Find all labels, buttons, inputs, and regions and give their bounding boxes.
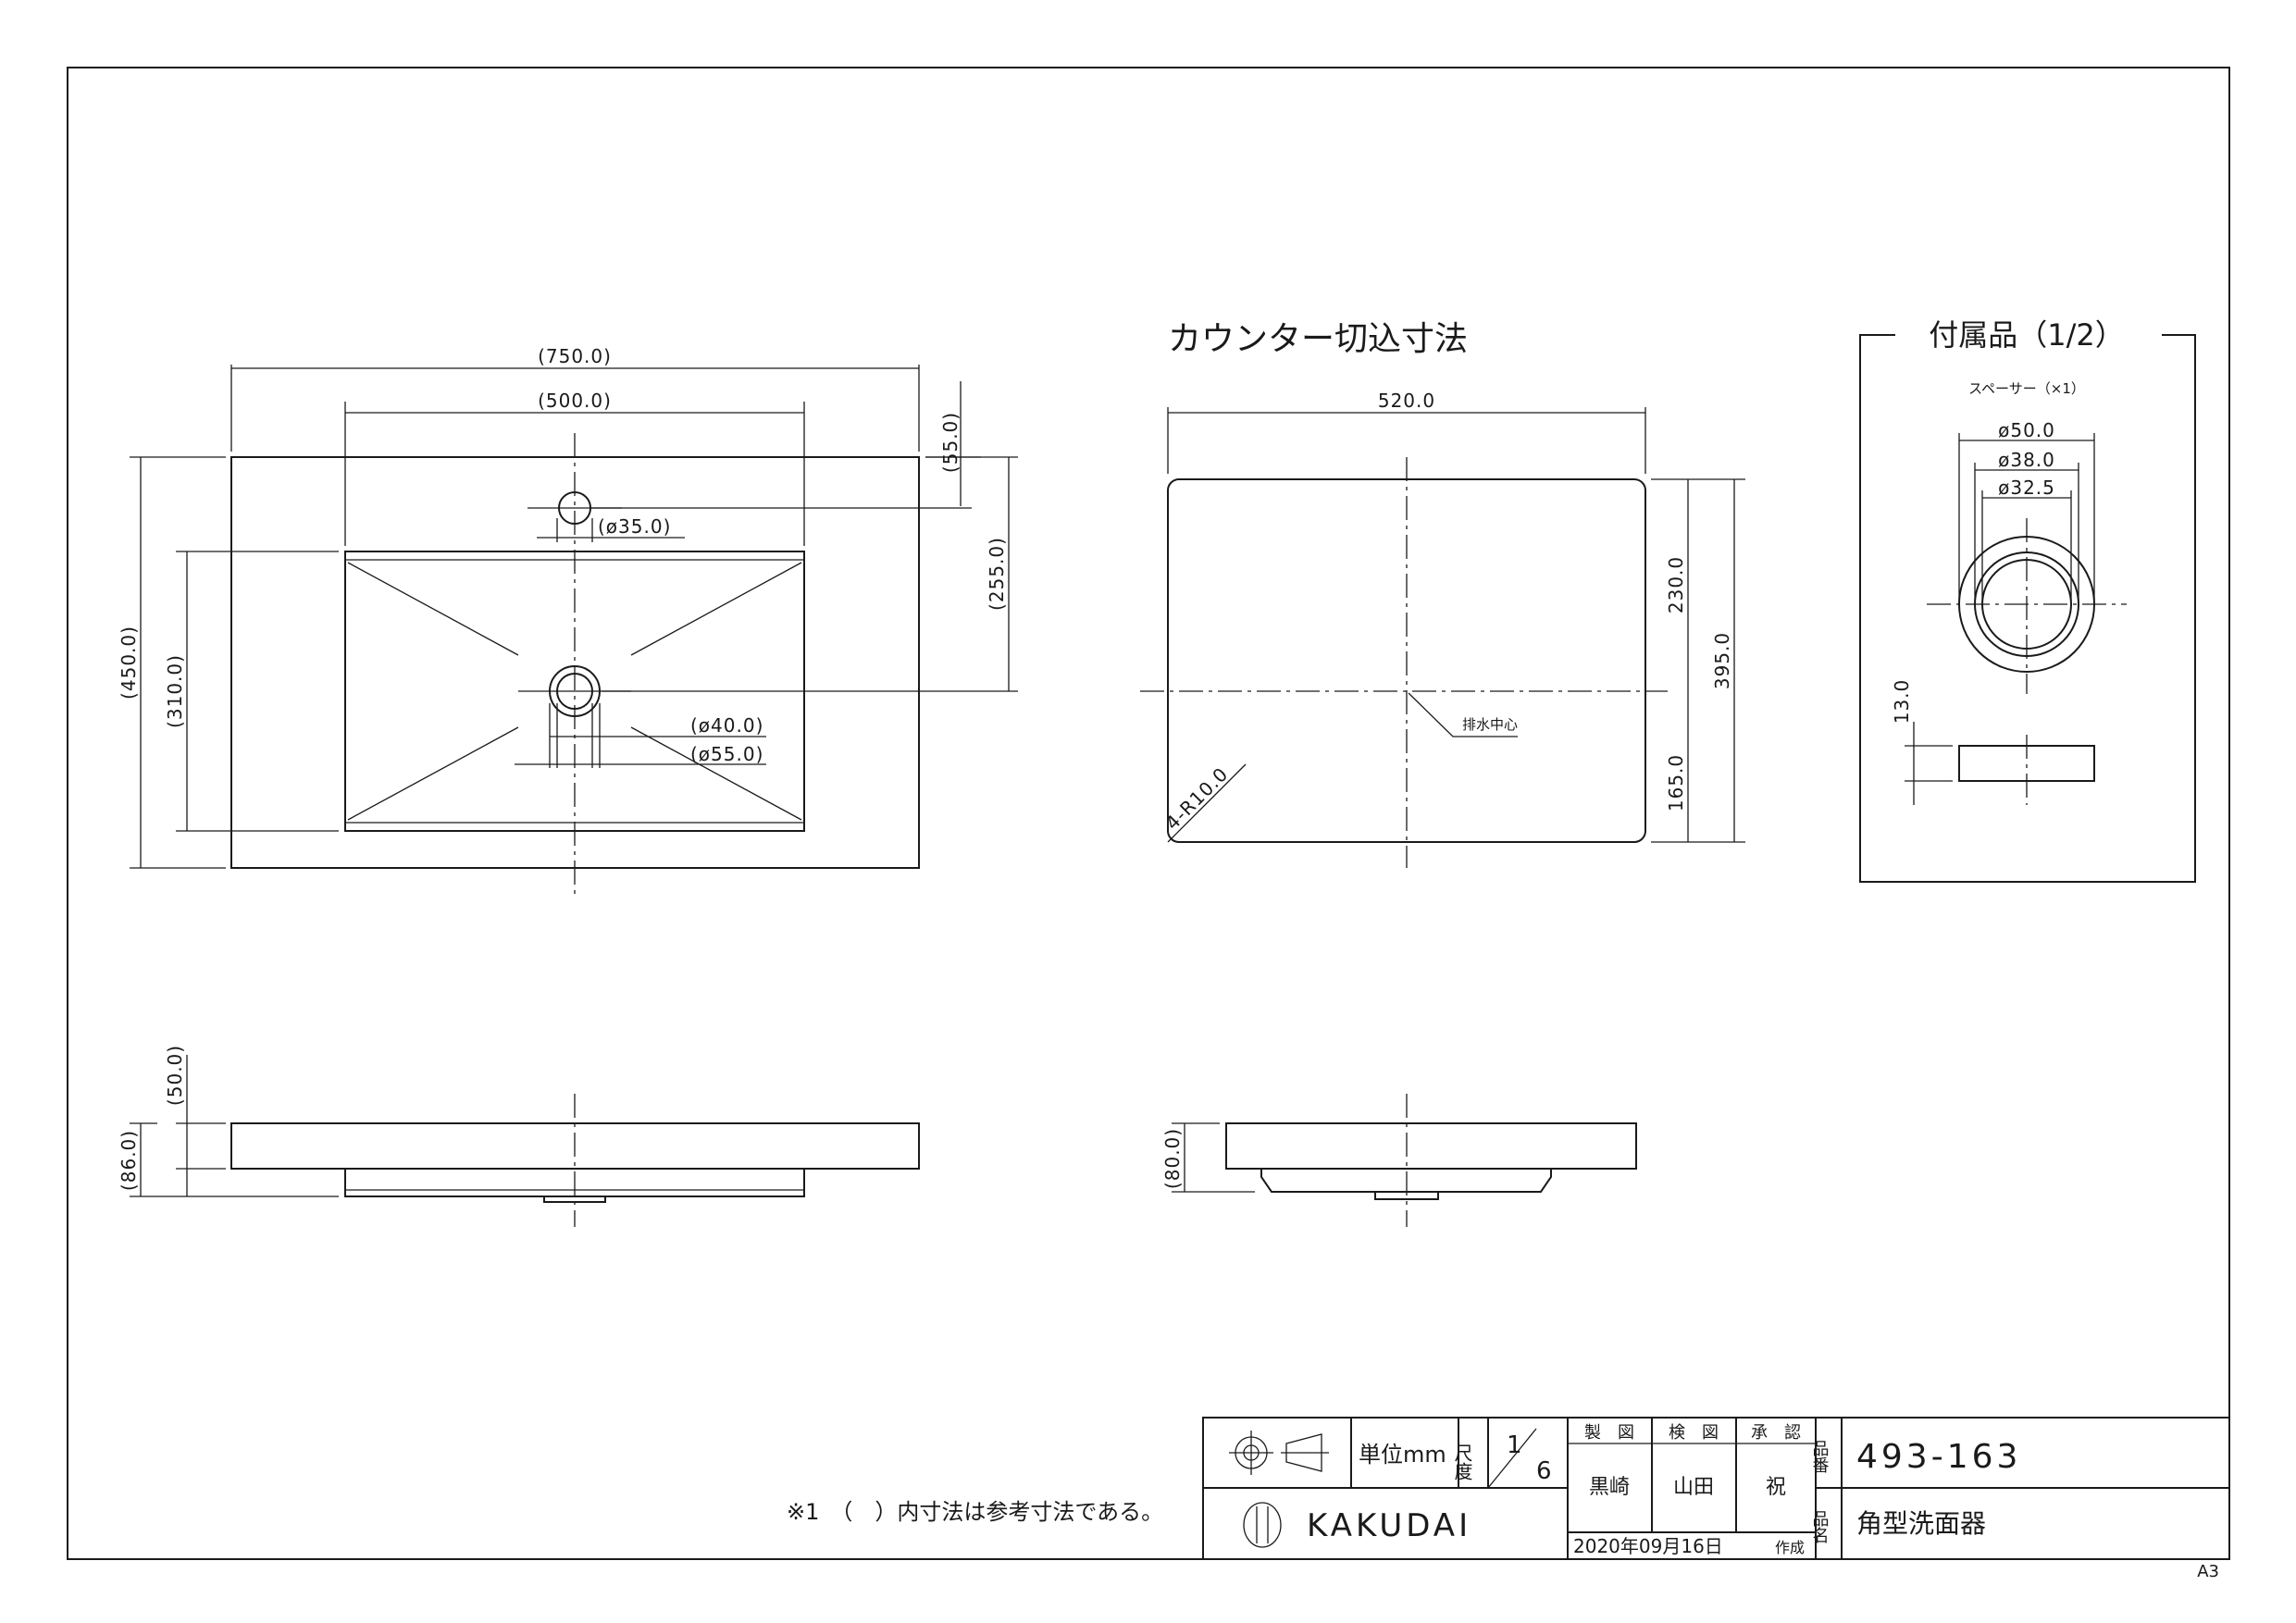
dim-310: (310.0) [164, 654, 186, 728]
dim-55: (55.0) [939, 412, 962, 473]
date-label: 作成 [1775, 1539, 1805, 1556]
approve-label: 承 認 [1751, 1423, 1801, 1443]
plan-dimensions: (750.0) (500.0) (55.0) (ø35.0) (255.0) (… [118, 345, 1018, 869]
dim-520: 520.0 [1378, 390, 1435, 412]
side-view: (50.0) (86.0) [118, 1045, 920, 1227]
made-by: 黒崎 [1589, 1476, 1630, 1499]
part-name: 角型洗面器 [1856, 1508, 1986, 1539]
counter-cutout-view: カウンター切込寸法 520.0 230.0 165.0 395.0 4-R10.… [1140, 320, 1745, 868]
dim-phi40: (ø40.0) [690, 714, 763, 737]
dim-phi55: (ø55.0) [690, 743, 763, 765]
accessory-box: 付属品（1/2） スペーサー（×1） ø50.0 ø38.0 ø32.5 13.… [1859, 317, 2196, 883]
scale-den: 6 [1536, 1457, 1552, 1485]
projection-symbol-icon [1229, 1431, 1329, 1475]
dim-phi35: (ø35.0) [598, 515, 671, 538]
reference-note: ※1 （ ）内寸法は参考寸法である。 [787, 1499, 1163, 1525]
scale-label: 尺度 [1451, 1443, 1473, 1481]
part-name-label: 品名 [1810, 1510, 1830, 1543]
dim-500: (500.0) [538, 390, 612, 412]
dim-80: (80.0) [1161, 1128, 1184, 1189]
sheet-border [67, 67, 2230, 1560]
title-block: 単位mm 尺度 1 6 製 図 検 図 承 認 黒崎 山田 祝 2020年09月… [1202, 1417, 2230, 1560]
date: 2020年09月16日 [1573, 1535, 1723, 1557]
accessory-item: スペーサー（×1） [1968, 380, 2085, 397]
dim-165: 165.0 [1665, 754, 1687, 812]
checked-by: 山田 [1673, 1476, 1714, 1499]
unit-label: 単位mm [1359, 1442, 1446, 1468]
kakudai-logo-icon [1243, 1502, 1282, 1548]
approved-by: 祝 [1766, 1476, 1786, 1499]
part-no: 493-163 [1856, 1438, 2021, 1476]
drain-center-label: 排水中心 [1462, 716, 1518, 733]
made-label: 製 図 [1584, 1423, 1634, 1443]
dim-phi50: ø50.0 [1998, 419, 2055, 441]
dim-13: 13.0 [1891, 679, 1913, 725]
dim-230: 230.0 [1665, 556, 1687, 613]
dim-395: 395.0 [1711, 632, 1733, 689]
counter-side-view: (80.0) [1161, 1094, 1637, 1227]
dim-750: (750.0) [538, 345, 612, 367]
accessory-title: 付属品（1/2） [1929, 317, 2125, 353]
part-no-label: 品番 [1810, 1440, 1830, 1473]
sheet-size: A3 [2197, 1562, 2219, 1581]
dim-450: (450.0) [118, 626, 140, 700]
dim-phi38: ø38.0 [1998, 449, 2055, 471]
scale-num: 1 [1507, 1431, 1522, 1459]
brand-name: KAKUDAI [1307, 1507, 1471, 1544]
counter-title: カウンター切込寸法 [1168, 320, 1468, 358]
dim-255: (255.0) [986, 537, 1008, 611]
dim-50: (50.0) [164, 1045, 186, 1106]
dim-86: (86.0) [118, 1130, 140, 1191]
dim-phi32: ø32.5 [1998, 477, 2055, 499]
plan-view [230, 433, 920, 896]
dim-r10: 4-R10.0 [1161, 762, 1233, 834]
check-label: 検 図 [1669, 1423, 1719, 1443]
